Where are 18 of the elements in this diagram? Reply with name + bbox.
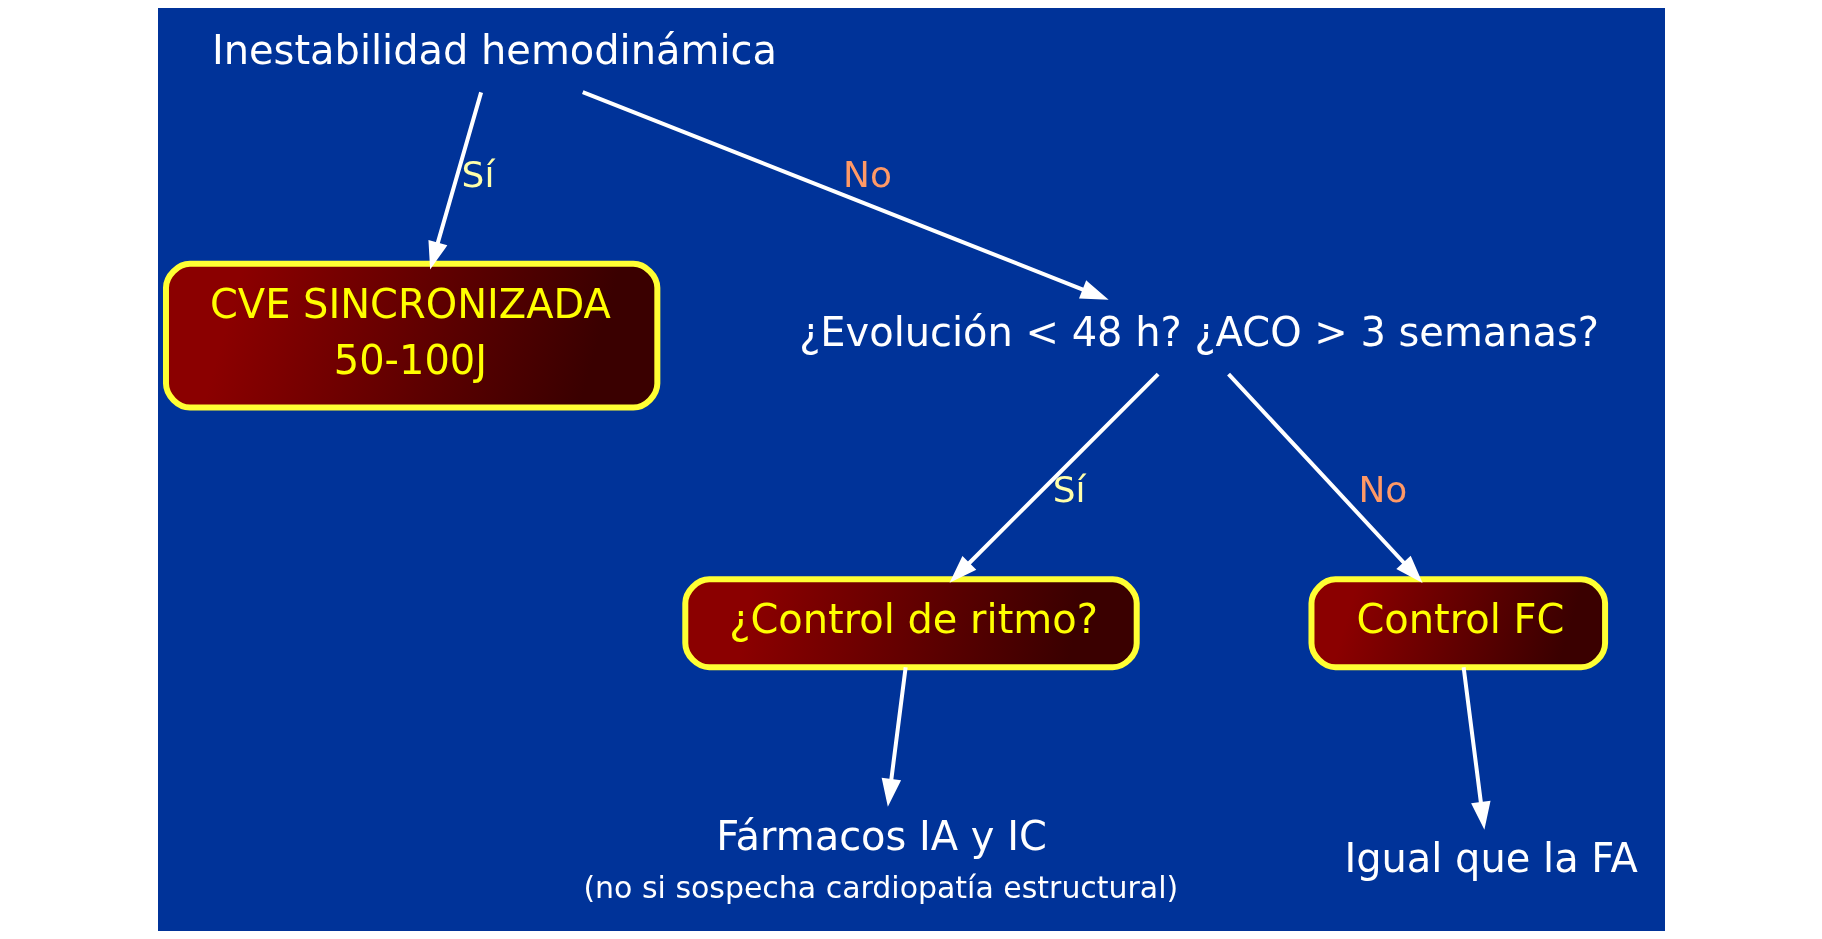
edge-label: No [1357,469,1407,511]
node-text: Fármacos IA y IC [715,812,1047,859]
node-text: Igual que la FA [1343,834,1638,881]
edge-label: Sí [461,153,494,195]
node-label: (no si sospecha cardiopatía estructural) [582,869,1178,905]
node-box: CVE SINCRONIZADA 50-100J [162,260,660,411]
node-box: Control FC [1307,576,1608,671]
arrow [427,91,483,270]
arrow [881,667,908,807]
edge-label: No [842,153,892,195]
node-text: ¿Evolución < 48 h? ¿ACO > 3 semanas? [798,308,1599,355]
arrow [949,372,1160,583]
arrow [581,90,1109,300]
arrow [1226,372,1423,583]
node-text: Inestabilidad hemodinámica [211,27,777,74]
edge-label: Sí [1052,469,1086,511]
node-box: ¿Control de ritmo? [681,576,1140,671]
arrow [1461,667,1491,830]
